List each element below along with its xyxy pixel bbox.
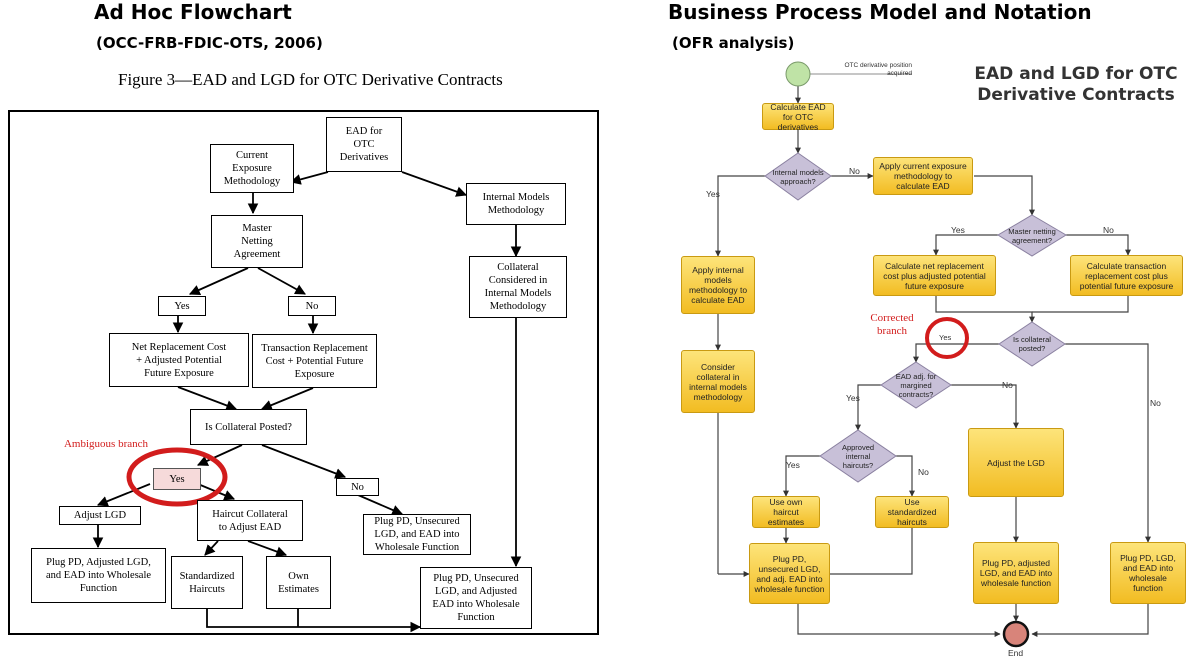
task-plug-adjusted-lgd: Plug PD, adjusted LGD, and EAD into whol…: [973, 542, 1059, 604]
adjust-lgd-box: Adjust LGD: [59, 506, 141, 525]
edge-no-margined: No: [1002, 380, 1013, 390]
left-title: Ad Hoc Flowchart: [94, 0, 292, 24]
task-standardized-haircut: Use standardized haircuts: [875, 496, 949, 528]
edge-no-posted: No: [1150, 398, 1161, 408]
ambiguous-branch-circle: [126, 447, 228, 507]
task-calc-transaction-replacement: Calculate transaction replacement cost p…: [1070, 255, 1183, 296]
edge-yes-master: Yes: [951, 225, 965, 235]
task-plug-unsecured: Plug PD, unsecured LGD, and adj. EAD int…: [749, 543, 830, 604]
task-adjust-lgd: Adjust the LGD: [968, 428, 1064, 497]
edge-yes-margined: Yes: [846, 393, 860, 403]
task-apply-cem: Apply current exposure methodology to ca…: [873, 157, 973, 195]
is-collateral-posted-box: Is Collateral Posted?: [190, 409, 307, 445]
gateway-collateral-posted: [998, 321, 1066, 367]
start-event-label: OTC derivative position acquired: [844, 62, 912, 77]
edge-no-internal: No: [849, 166, 860, 176]
task-calculate-ead: Calculate EAD for OTC derivatives: [762, 102, 834, 132]
ambiguous-yes-box: Yes: [153, 468, 201, 490]
bpmn-diagram-title: EAD and LGD for OTC Derivative Contracts: [974, 64, 1178, 105]
start-event: [785, 61, 811, 87]
edge-yes-internal: Yes: [706, 189, 720, 199]
right-title: Business Process Model and Notation: [668, 0, 1092, 24]
edge-no-haircuts: No: [918, 467, 929, 477]
no-collateral-box: No: [336, 478, 379, 496]
gateway-margined-label: EAD adj. for margined contracts?: [895, 371, 937, 399]
flowchart-frame: [8, 110, 599, 635]
yes-netting-box: Yes: [158, 296, 206, 316]
right-subtitle: (OFR analysis): [672, 34, 795, 52]
edge-yes-posted: Yes: [939, 333, 952, 342]
edge-no-master: No: [1103, 225, 1114, 235]
task-calc-net-replacement: Calculate net replacement cost plus adju…: [873, 255, 996, 296]
left-subtitle: (OCC-FRB-FDIC-OTS, 2006): [96, 34, 323, 52]
task-apply-imm: Apply internal models methodology to cal…: [681, 256, 755, 314]
ambiguous-branch-annotation: Ambiguous branch: [63, 438, 148, 450]
corrected-branch-circle: [925, 317, 969, 359]
gateway-internal-models-label: Internal models approach?: [772, 168, 824, 186]
figure-title: Figure 3—EAD and LGD for OTC Derivative …: [118, 70, 503, 89]
task-own-haircut: Use own haircut estimates: [752, 496, 820, 528]
gateway-internal-models: [764, 152, 832, 201]
net-replacement-cost-box: Net Replacement Cost+ Adjusted Potential…: [109, 333, 249, 387]
gateway-margined: [880, 361, 952, 409]
task-consider-collateral: Consider collateral in internal models m…: [681, 350, 755, 413]
task-plug-plain: Plug PD, LGD, and EAD into wholesale fun…: [1110, 542, 1186, 604]
gateway-master-netting-label: Master netting agreement?: [1008, 227, 1056, 245]
edge-yes-haircuts: Yes: [786, 460, 800, 470]
plug-adjusted-lgd-box: Plug PD, Adjusted LGD,and EAD into Whole…: [31, 548, 166, 603]
gateway-master-netting: [997, 214, 1067, 257]
no-netting-box: No: [288, 296, 336, 316]
gateway-collateral-posted-label: Is collateral posted?: [1013, 335, 1051, 353]
gateway-haircuts: [819, 429, 897, 483]
corrected-branch-annotation: Corrected branch: [870, 312, 914, 337]
end-event-label: End: [1008, 648, 1024, 658]
end-event: [1002, 620, 1030, 648]
gateway-haircuts-label: Approved internal haircuts?: [841, 442, 875, 470]
